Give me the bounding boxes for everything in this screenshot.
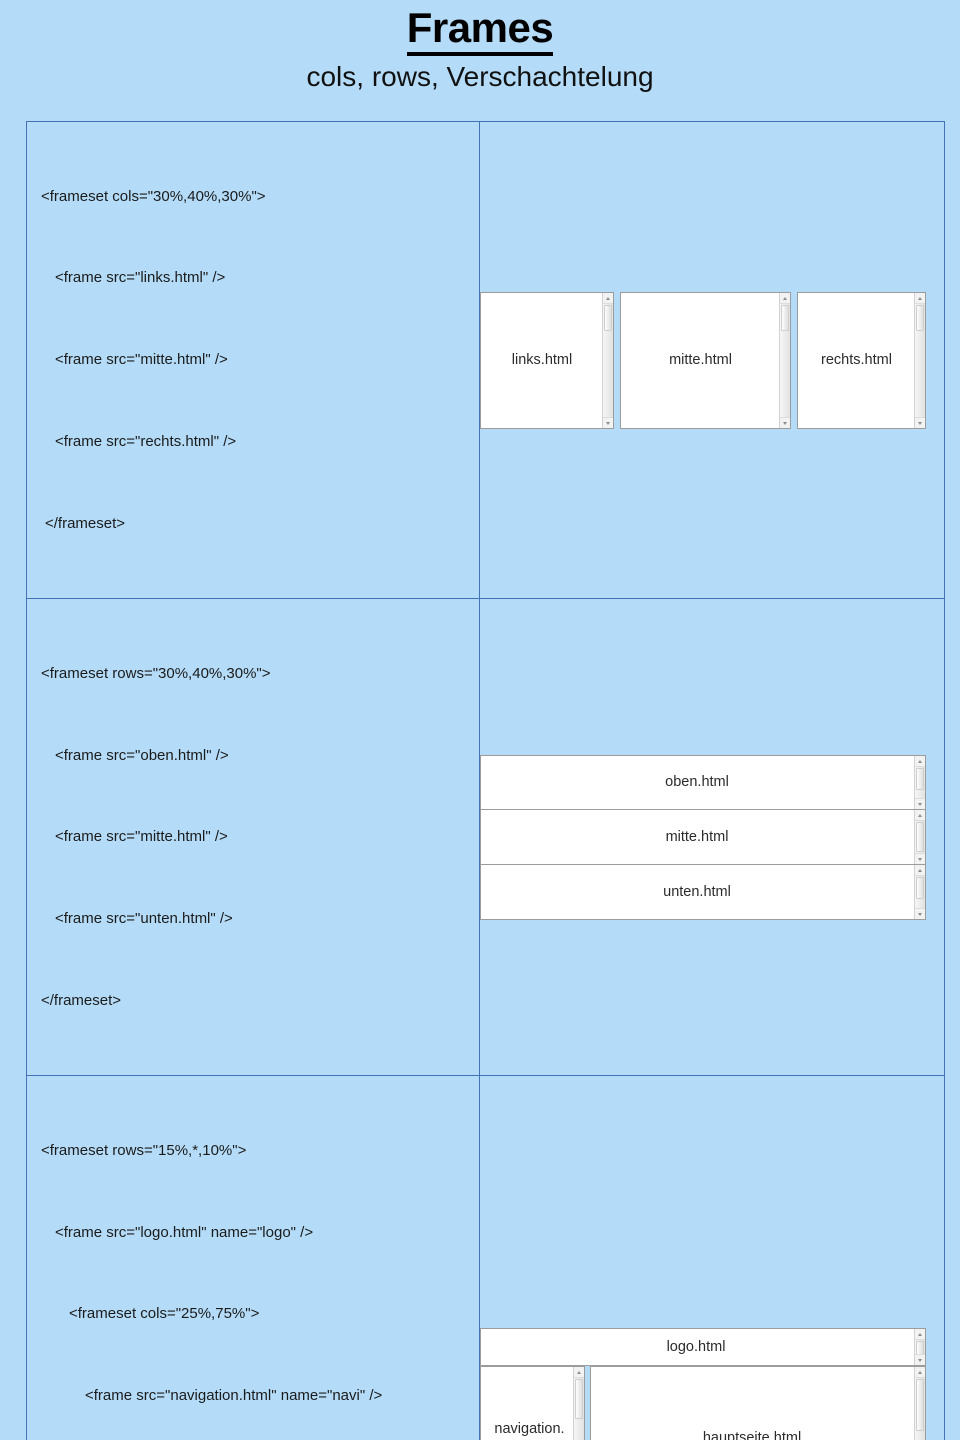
table-row: <frameset cols="30%,40%,30%"> <frame src…: [26, 120, 945, 600]
code-line: <frame src="unten.html" />: [55, 910, 233, 928]
code-block-cols: <frameset cols="30%,40%,30%"> <frame src…: [35, 128, 479, 592]
scroll-up-arrow-icon[interactable]: [780, 292, 790, 304]
diagram-cell-rows: oben.html mitte.html: [479, 598, 945, 1077]
diagram-cell-cols: links.html mitte.html: [479, 120, 945, 600]
code-line: <frame src="oben.html" />: [55, 746, 229, 764]
vertical-scrollbar[interactable]: [914, 1328, 925, 1365]
frame-pane-unten[interactable]: unten.html: [480, 864, 926, 920]
vertical-scrollbar[interactable]: [914, 292, 925, 428]
frame-pane-oben[interactable]: oben.html: [480, 754, 926, 811]
scroll-up-arrow-icon[interactable]: [915, 810, 925, 822]
scroll-up-arrow-icon[interactable]: [915, 1366, 925, 1378]
code-cell-rows: <frameset rows="30%,40%,30%"> <frame src…: [26, 598, 480, 1077]
vertical-scrollbar[interactable]: [914, 810, 925, 864]
frame-pane-logo[interactable]: logo.html: [480, 1327, 926, 1366]
frame-diagram-nested: logo.html navigation. html: [480, 1327, 926, 1440]
scrollbar-thumb[interactable]: [916, 822, 924, 853]
scrollbar-thumb[interactable]: [781, 304, 789, 331]
scrollbar-thumb[interactable]: [575, 1378, 583, 1419]
code-line: <frame src="navigation.html" name="navi"…: [85, 1387, 383, 1405]
code-line: <frameset cols="25%,75%">: [69, 1305, 260, 1323]
code-line: <frame src="links.html" />: [55, 269, 226, 287]
frame-pane-label: links.html: [511, 352, 573, 369]
scrollbar-thumb[interactable]: [916, 876, 924, 899]
code-block-nested: <frameset rows="15%,*,10%"> <frame src="…: [35, 1082, 479, 1440]
frame-pane-mitte[interactable]: mitte.html: [620, 291, 791, 429]
code-cell-cols: <frameset cols="30%,40%,30%"> <frame src…: [26, 120, 480, 600]
code-block-rows: <frameset rows="30%,40%,30%"> <frame src…: [35, 605, 479, 1069]
page-title: Frames: [406, 5, 554, 56]
code-line: <frameset cols="30%,40%,30%">: [41, 187, 266, 205]
frame-pane-rechts[interactable]: rechts.html: [797, 291, 926, 429]
vertical-scrollbar[interactable]: [914, 755, 925, 810]
frame-pane-mitte[interactable]: mitte.html: [480, 810, 926, 865]
frame-diagram-rows: oben.html mitte.html: [480, 754, 926, 920]
page-subtitle: cols, rows, Verschachtelung: [306, 60, 654, 92]
vertical-scrollbar[interactable]: [914, 864, 925, 919]
scrollbar-thumb[interactable]: [604, 304, 612, 331]
vertical-scrollbar[interactable]: [779, 292, 790, 428]
scroll-up-arrow-icon[interactable]: [603, 292, 613, 304]
scroll-up-arrow-icon[interactable]: [915, 292, 925, 304]
scroll-down-arrow-icon[interactable]: [915, 798, 925, 810]
table-row: <frameset rows="30%,40%,30%"> <frame src…: [26, 598, 945, 1077]
scroll-down-arrow-icon[interactable]: [915, 416, 925, 428]
scroll-up-arrow-icon[interactable]: [915, 1328, 925, 1340]
frames-table: <frameset cols="30%,40%,30%"> <frame src…: [26, 120, 945, 1440]
frame-pane-hauptseite[interactable]: hauptseite.html: [590, 1365, 926, 1440]
scroll-down-arrow-icon[interactable]: [915, 1353, 925, 1365]
frame-pane-links[interactable]: links.html: [480, 291, 614, 429]
frame-diagram-columns: links.html mitte.html: [480, 291, 926, 429]
slide: Frames cols, rows, Verschachtelung <fram…: [0, 5, 960, 1440]
code-line: </frameset>: [45, 515, 126, 533]
scrollbar-thumb[interactable]: [916, 1378, 924, 1431]
frame-nested-middle-band: navigation. html: [480, 1365, 926, 1440]
scroll-up-arrow-icon[interactable]: [574, 1366, 584, 1378]
scroll-down-arrow-icon[interactable]: [603, 416, 613, 428]
scroll-down-arrow-icon[interactable]: [915, 907, 925, 919]
scrollbar-thumb[interactable]: [916, 767, 924, 790]
table-row: <frameset rows="15%,*,10%"> <frame src="…: [26, 1075, 945, 1440]
vertical-scrollbar[interactable]: [573, 1366, 584, 1440]
frame-pane-label: mitte.html: [669, 352, 732, 369]
scroll-up-arrow-icon[interactable]: [915, 864, 925, 876]
scroll-down-arrow-icon[interactable]: [915, 852, 925, 864]
code-line: <frameset rows="30%,40%,30%">: [41, 664, 271, 682]
code-cell-nested: <frameset rows="15%,*,10%"> <frame src="…: [26, 1075, 480, 1440]
frame-pane-label: logo.html: [666, 1338, 726, 1355]
vertical-scrollbar[interactable]: [914, 1366, 925, 1440]
frame-pane-label: hauptseite.html: [702, 1429, 802, 1440]
frame-pane-label: unten.html: [663, 883, 731, 900]
code-line: </frameset>: [41, 992, 122, 1010]
scroll-down-arrow-icon[interactable]: [780, 416, 790, 428]
code-line: <frame src="mitte.html" />: [55, 828, 228, 846]
code-line: <frame src="rechts.html" />: [55, 433, 237, 451]
code-line: <frame src="logo.html" name="logo" />: [55, 1223, 314, 1241]
code-line: <frame src="mitte.html" />: [55, 351, 228, 369]
vertical-scrollbar[interactable]: [602, 292, 613, 428]
scrollbar-thumb[interactable]: [916, 1340, 924, 1355]
code-line: <frameset rows="15%,*,10%">: [41, 1141, 247, 1159]
slide-header: Frames cols, rows, Verschachtelung: [0, 5, 960, 92]
frame-pane-label: rechts.html: [821, 352, 892, 369]
frame-pane-navigation[interactable]: navigation. html: [480, 1365, 585, 1440]
scroll-up-arrow-icon[interactable]: [915, 755, 925, 767]
frame-pane-label: oben.html: [665, 774, 729, 791]
scrollbar-thumb[interactable]: [916, 304, 924, 331]
frame-pane-label: navigation. html: [494, 1421, 565, 1438]
diagram-cell-nested: logo.html navigation. html: [479, 1075, 945, 1440]
frame-pane-label: mitte.html: [665, 829, 729, 846]
